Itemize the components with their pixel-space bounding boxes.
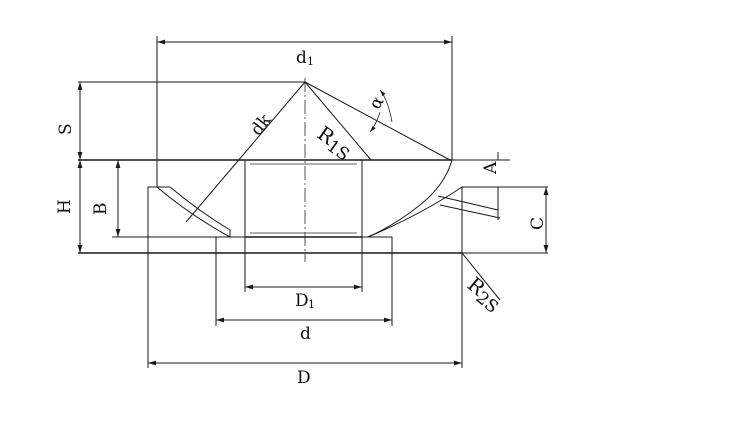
alpha-arc-lower bbox=[369, 111, 381, 133]
cone-line-right bbox=[304, 81, 451, 161]
h-label: H bbox=[55, 199, 75, 214]
big-d1-label-sub: 1 bbox=[308, 298, 315, 311]
r2s-leader bbox=[461, 252, 501, 301]
dk-line bbox=[185, 81, 306, 223]
inner-ring-section-right bbox=[361, 159, 453, 238]
bore-hole bbox=[244, 159, 363, 238]
outer-ring-section bbox=[147, 186, 231, 254]
d1-label-sub: 1 bbox=[307, 55, 314, 68]
dk-label: dk bbox=[247, 110, 276, 140]
a-leader-2 bbox=[437, 195, 499, 211]
c-label: C bbox=[528, 217, 548, 230]
a-leader bbox=[439, 204, 501, 219]
inner-ring-section-left bbox=[156, 159, 246, 238]
big-d1-label: D bbox=[295, 291, 309, 311]
d1-label: d bbox=[296, 48, 307, 68]
r1s-line bbox=[304, 81, 372, 161]
b-label: B bbox=[91, 203, 111, 216]
outer-ring-section-right bbox=[367, 186, 463, 254]
alpha-label: α bbox=[365, 93, 388, 113]
big-d-label: D bbox=[297, 368, 311, 388]
alpha-arc bbox=[379, 89, 393, 123]
a-label: A bbox=[481, 161, 501, 175]
d-label: d bbox=[300, 324, 311, 344]
s-label: S bbox=[56, 123, 76, 135]
